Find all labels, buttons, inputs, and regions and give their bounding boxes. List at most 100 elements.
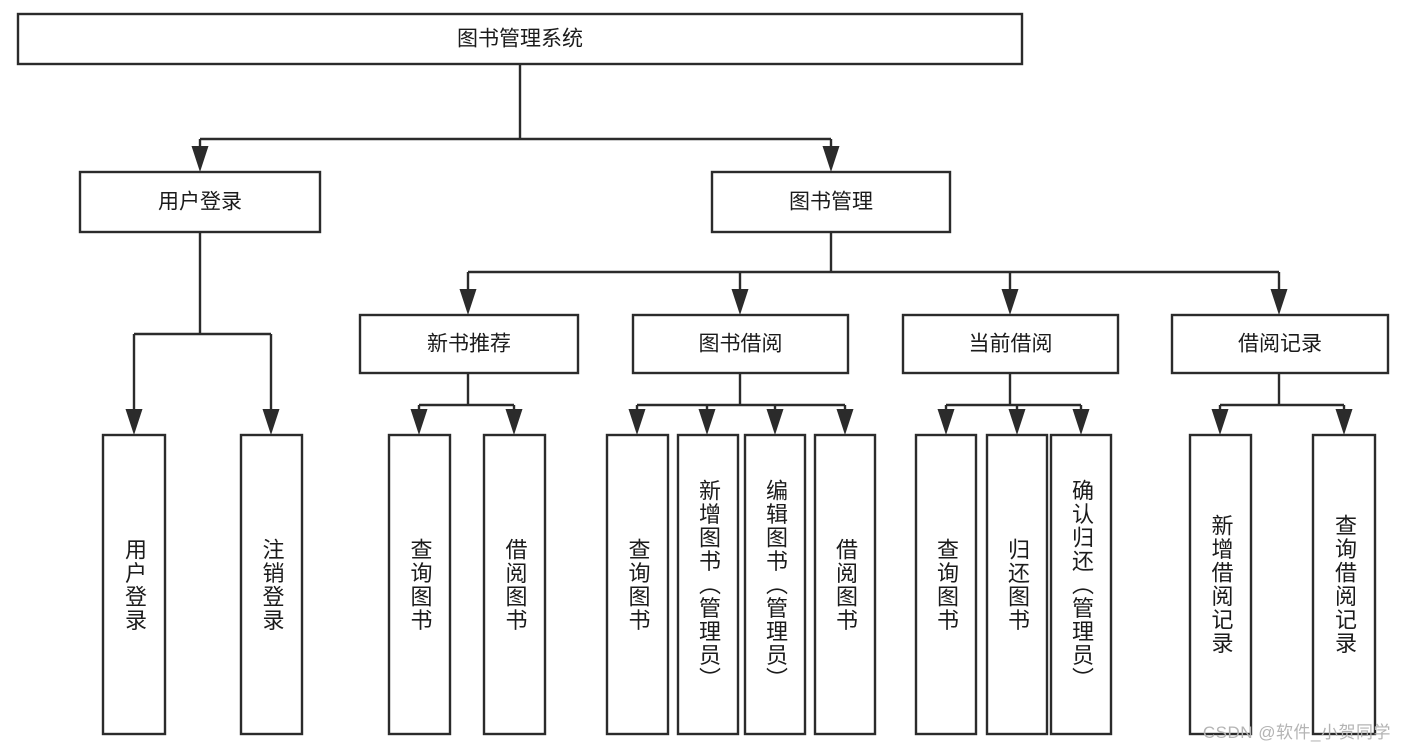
node-label-wrapper: 查询借阅记录 [1331,514,1357,655]
connector-group [1211,373,1353,435]
node-label: 借阅图书 [502,537,528,632]
node-leaf-user-logout[interactable]: 注销登录 [239,433,304,736]
node-label-wrapper: 查询图书 [407,537,433,632]
node-leaf-borrow-add[interactable]: 新增图书（管理员） [676,433,740,736]
arrow-head-icon [191,146,209,172]
node-leaf-newbook-borrow[interactable]: 借阅图书 [482,433,547,736]
arrow-head-icon [262,409,280,435]
node-label-wrapper: 查询图书 [933,537,959,632]
node-box[interactable] [914,433,978,736]
arrow-head-icon [505,409,523,435]
node-label: 查询图书 [933,537,959,632]
node-box[interactable] [482,433,547,736]
node-label: 图书借阅 [699,333,783,356]
arrow-head-icon [731,289,749,315]
node-label-wrapper: 借阅图书 [502,537,528,632]
node-root[interactable]: 图书管理系统 [16,12,1024,66]
node-box[interactable] [1311,433,1377,736]
node-box[interactable] [387,433,452,736]
node-box[interactable] [78,170,322,234]
node-leaf-borrow-query[interactable]: 查询图书 [605,433,670,736]
node-label-wrapper: 查询图书 [625,537,651,632]
arrow-head-icon [937,409,955,435]
arrow-head-icon [410,409,428,435]
node-label: 借阅记录 [1238,333,1322,356]
node-records[interactable]: 借阅记录 [1170,313,1390,375]
node-login[interactable]: 用户登录 [78,170,322,234]
node-box[interactable] [1188,433,1253,736]
arrow-head-icon [836,409,854,435]
node-box[interactable] [1049,433,1113,736]
arrow-head-icon [1072,409,1090,435]
node-label-wrapper: 编辑图书（管理员） [762,478,788,691]
arrow-head-icon [822,146,840,172]
node-label-wrapper: 归还图书 [1004,537,1030,632]
node-box[interactable] [631,313,850,375]
node-box[interactable] [710,170,952,234]
arrow-head-icon [1335,409,1353,435]
node-leaf-current-confirm[interactable]: 确认归还（管理员） [1049,433,1113,736]
connector-group [628,373,854,435]
node-label: 归还图书 [1004,537,1030,632]
node-box[interactable] [239,433,304,736]
arrow-head-icon [1211,409,1229,435]
node-label: 查询图书 [407,537,433,632]
connector-group [459,232,1288,315]
node-label: 用户登录 [158,191,242,214]
arrow-head-icon [1008,409,1026,435]
arrow-head-icon [459,289,477,315]
node-label-wrapper: 确认归还（管理员） [1068,478,1094,691]
node-label: 用户登录 [121,537,147,632]
node-label: 图书管理 [789,191,873,214]
node-label: 当前借阅 [969,333,1053,356]
node-label: 查询借阅记录 [1331,514,1357,655]
node-label: 查询图书 [625,537,651,632]
node-leaf-user-login[interactable]: 用户登录 [101,433,167,736]
node-label: 注销登录 [259,537,285,632]
connector-layer [125,64,1353,435]
node-label-wrapper: 新增图书（管理员） [696,479,721,691]
node-label-wrapper: 新增借阅记录 [1208,514,1233,655]
node-label-wrapper: 用户登录 [121,537,147,632]
connector-group [937,373,1090,435]
node-box[interactable] [101,433,167,736]
node-label: 借阅图书 [832,537,858,632]
node-box[interactable] [813,433,877,736]
arrow-head-icon [1270,289,1288,315]
node-leaf-current-query[interactable]: 查询图书 [914,433,978,736]
node-label-wrapper: 借阅图书 [832,537,858,632]
node-leaf-record-add[interactable]: 新增借阅记录 [1188,433,1253,736]
arrow-head-icon [698,409,716,435]
arrow-head-icon [1001,289,1019,315]
arrow-head-icon [766,409,784,435]
node-leaf-newbook-query[interactable]: 查询图书 [387,433,452,736]
node-box[interactable] [358,313,580,375]
node-newbook[interactable]: 新书推荐 [358,313,580,375]
arrow-head-icon [628,409,646,435]
node-layer: 图书管理系统用户登录图书管理新书推荐图书借阅当前借阅借阅记录用户登录注销登录查询… [16,12,1390,736]
connector-group [125,232,280,435]
node-label: 图书管理系统 [457,28,583,51]
node-leaf-record-query[interactable]: 查询借阅记录 [1311,433,1377,736]
node-box[interactable] [743,433,807,736]
connector-group [410,373,523,435]
node-borrow[interactable]: 图书借阅 [631,313,850,375]
node-label-wrapper: 注销登录 [259,537,285,632]
node-leaf-borrow-edit[interactable]: 编辑图书（管理员） [743,433,807,736]
arrow-head-icon [125,409,143,435]
node-box[interactable] [985,433,1049,736]
node-label: 确认归还（管理员） [1068,478,1094,691]
node-box[interactable] [1170,313,1390,375]
node-box[interactable] [16,12,1024,66]
node-leaf-current-return[interactable]: 归还图书 [985,433,1049,736]
node-label: 新书推荐 [427,333,511,356]
node-box[interactable] [901,313,1120,375]
node-box[interactable] [676,433,740,736]
connector-group [191,64,840,172]
node-current[interactable]: 当前借阅 [901,313,1120,375]
node-label: 编辑图书（管理员） [762,478,788,691]
node-bookmgmt[interactable]: 图书管理 [710,170,952,234]
node-leaf-borrow-lend[interactable]: 借阅图书 [813,433,877,736]
node-box[interactable] [605,433,670,736]
